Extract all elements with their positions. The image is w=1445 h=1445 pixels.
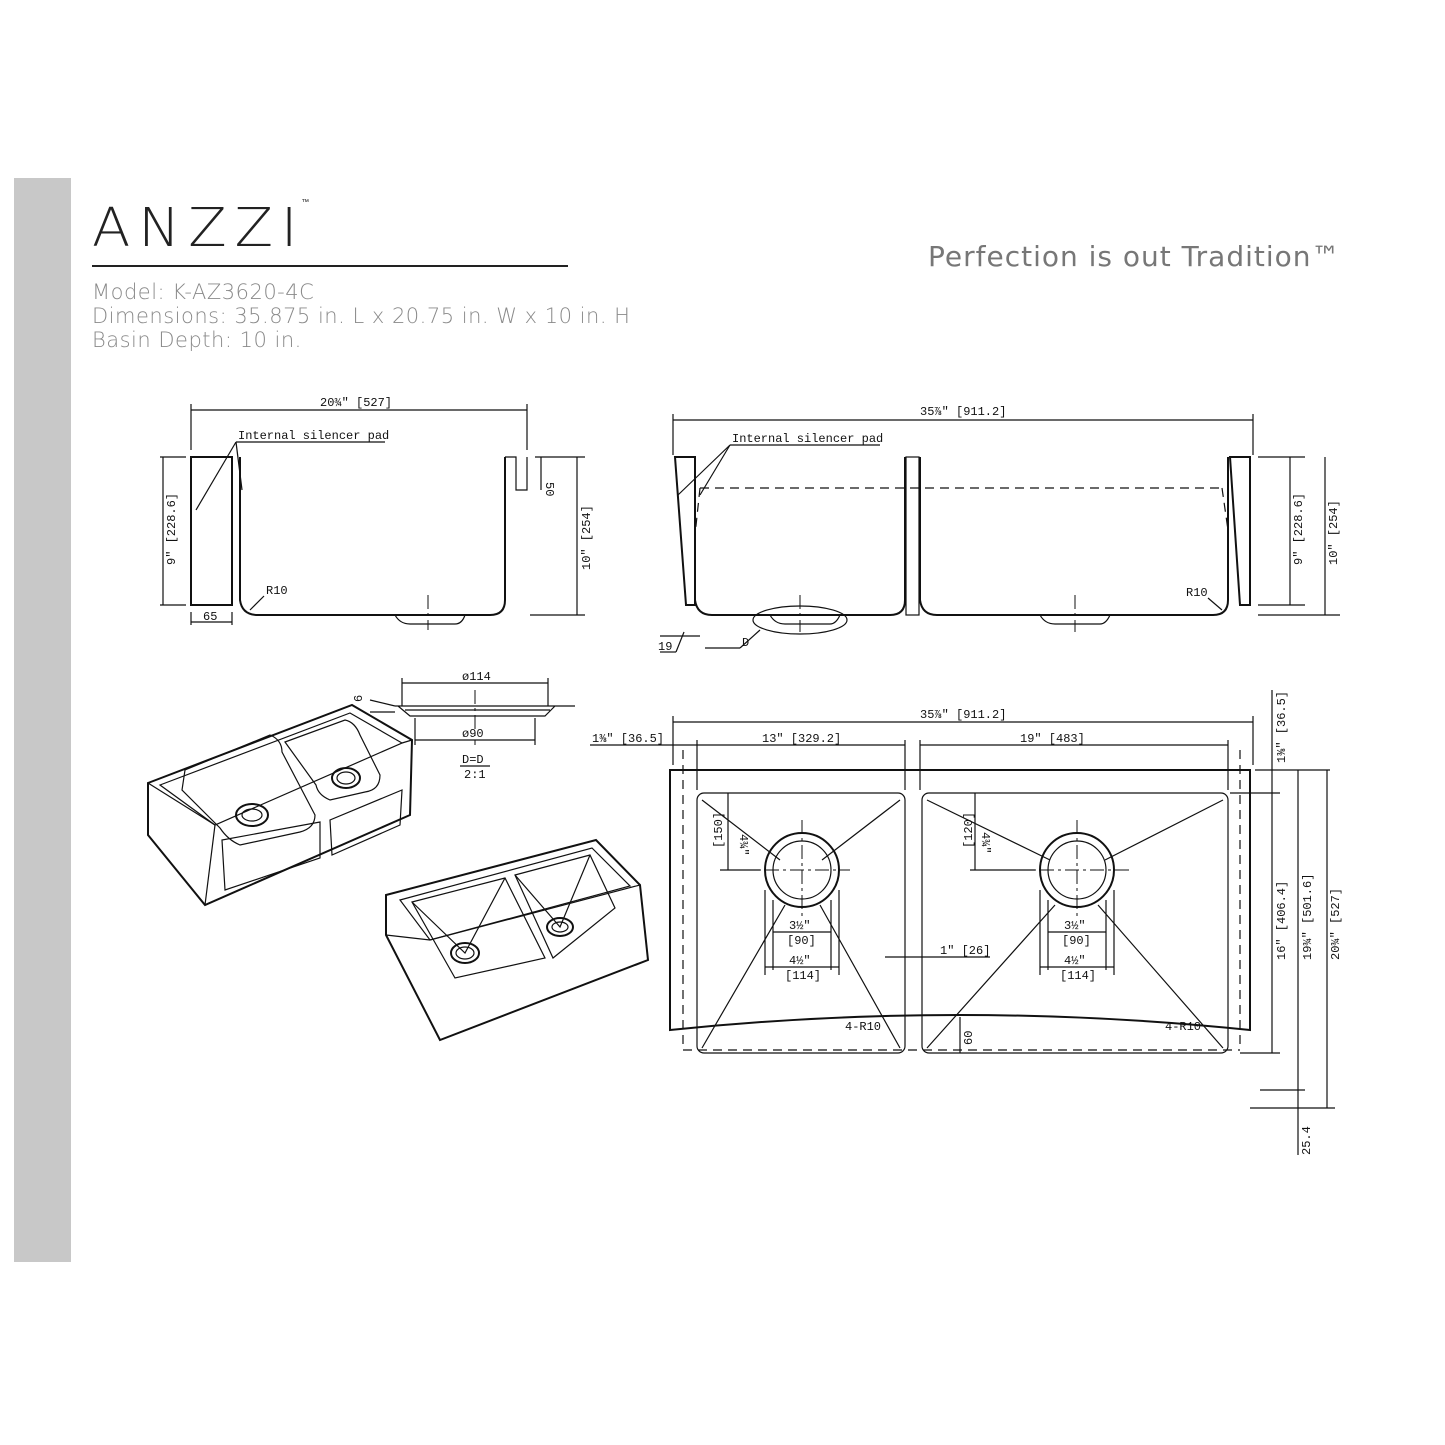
apron-label: 60 (962, 1031, 976, 1045)
basin-depth-label: 16″ [406.4] (1275, 881, 1289, 960)
side-radius-label: R10 (266, 584, 288, 598)
anzzi-logo: ANZZI™ (92, 197, 310, 260)
overall-depth-label: 20¾″ [527] (1329, 888, 1343, 960)
right-drain-outer: 4½″ (1064, 954, 1086, 968)
right-offset-mm: [120] (962, 812, 976, 848)
right-offset-in: 4¾″ (978, 832, 992, 854)
front-radius-label: R10 (1186, 586, 1208, 600)
drain-detail: ø114 ø90 6 D=D 2:1 (352, 670, 575, 782)
drain-outer-label: ø114 (462, 670, 491, 684)
side-height9-label: 9″ [228.6] (165, 493, 179, 565)
right-radius-label: 4-R10 (1165, 1020, 1201, 1034)
left-drain-outer-mm: [114] (785, 969, 821, 983)
left-drain-inner: 3½″ (789, 919, 811, 933)
divider (92, 265, 568, 267)
top-overall-label: 35⅞″ [911.2] (920, 708, 1006, 722)
left-drain-inner-mm: [90] (787, 934, 816, 948)
top-right-basin-label: 19″ [483] (1020, 732, 1085, 746)
front-height9-label: 9″ [228.6] (1292, 493, 1306, 565)
left-offset-mm: [150] (712, 812, 726, 848)
detail-scale: 2:1 (464, 768, 486, 782)
top-left-basin-label: 13″ [329.2] (762, 732, 841, 746)
mid-depth-label: 19¾″ [501.6] (1301, 874, 1315, 960)
front-silencer-label: Internal silencer pad (732, 432, 883, 446)
isometric-view-top (147, 703, 414, 907)
drain-thickness-label: 6 (352, 695, 366, 702)
side-apron-label: 65 (203, 610, 217, 624)
apron-curve-label: 25.4 (1300, 1126, 1314, 1155)
side-silencer-label: Internal silencer pad (238, 429, 389, 443)
side-bar (14, 178, 71, 1262)
side-view: 20¾″ [527] Internal silencer pad 9″ [228… (160, 396, 594, 630)
front-width-label: 35⅞″ [911.2] (920, 405, 1006, 419)
front-detail-label: D (742, 636, 749, 650)
drain-inner-label: ø90 (462, 727, 484, 741)
side-height10-label: 10″ [254] (580, 505, 594, 570)
right-drain-inner-mm: [90] (1062, 934, 1091, 948)
right-drain-outer-mm: [114] (1060, 969, 1096, 983)
right-drain-inner: 3½″ (1064, 919, 1086, 933)
detail-label: D=D (462, 753, 484, 767)
top-margin-label: 1⅜″ [36.5] (1275, 691, 1289, 763)
isometric-view-bottom (385, 838, 650, 1042)
front-view: 35⅞″ [911.2] Internal silencer pad D 9″ … (658, 405, 1341, 654)
model-text: Model: K-AZ3620-4C (92, 280, 315, 304)
divider-label: 1″ [26] (940, 944, 990, 958)
side-width-label: 20¾″ [527] (320, 396, 392, 410)
left-radius-label: 4-R10 (845, 1020, 881, 1034)
front-height10-label: 10″ [254] (1327, 500, 1341, 565)
top-view: 35⅞″ [911.2] 1⅜″ [36.5] 13″ [329.2] 19″ … (590, 690, 1343, 1155)
basin-depth-text: Basin Depth: 10 in. (92, 328, 302, 352)
left-offset-in: 4¾″ (736, 834, 750, 856)
left-drain-outer: 4½″ (789, 954, 811, 968)
dimensions-text: Dimensions: 35.875 in. L x 20.75 in. W x… (92, 304, 631, 328)
side-50-label: 50 (542, 482, 556, 496)
top-left-margin-label: 1⅜″ [36.5] (592, 732, 664, 746)
front-wall-label: 19 (658, 640, 672, 654)
tagline: Perfection is out Tradition™ (928, 240, 1341, 273)
